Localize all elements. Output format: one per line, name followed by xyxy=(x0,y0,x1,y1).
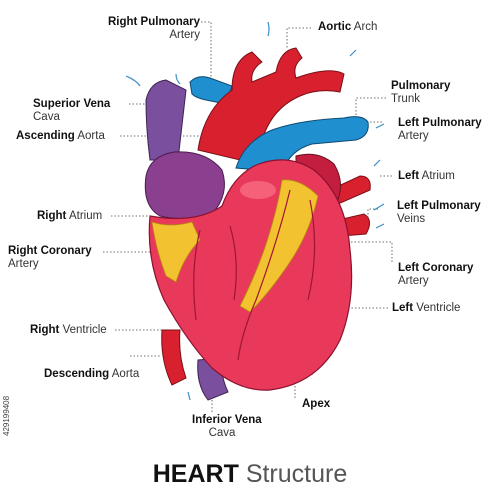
label-superior-vena-cava: Superior Vena Cava xyxy=(33,98,110,124)
label-bold: Left xyxy=(392,302,414,314)
label-bold: Ascending xyxy=(16,130,75,142)
label-regular: Arch xyxy=(353,21,378,33)
label-ascending-aorta: Ascending Aorta xyxy=(16,130,105,143)
diagram-title: HEART Structure xyxy=(0,459,500,489)
flow-arrows xyxy=(125,21,385,401)
label-left-ventricle: Left Ventricle xyxy=(392,302,460,315)
label-bold: Right xyxy=(30,324,60,336)
label-bold: Right Pulmonary xyxy=(107,16,200,28)
label-regular: Veins xyxy=(397,213,426,225)
label-bold: Left Pulmonary xyxy=(398,117,482,129)
label-regular: Atrium xyxy=(68,210,103,222)
descending-aorta xyxy=(161,329,187,386)
label-regular: Aorta xyxy=(111,368,140,380)
label-regular: Cava xyxy=(208,427,236,439)
label-right-atrium: Right Atrium xyxy=(37,210,102,223)
label-bold: Aortic xyxy=(318,21,352,33)
label-left-coronary-artery: Left Coronary Artery xyxy=(398,262,473,288)
label-left-pulmonary-artery: Left Pulmonary Artery xyxy=(398,117,482,143)
stock-id: 429199408 xyxy=(2,395,11,436)
label-regular: Cava xyxy=(33,111,60,123)
superior-vena-cava xyxy=(145,79,187,161)
aortic-arch xyxy=(197,47,345,161)
left-pulmonary-vein-upper xyxy=(329,175,371,205)
right-atrium xyxy=(144,151,225,220)
label-regular: Artery xyxy=(398,130,429,142)
coronary-fat-left xyxy=(239,179,319,313)
label-bold: Right xyxy=(37,210,67,222)
label-descending-aorta: Descending Aorta xyxy=(44,368,139,381)
label-left-atrium: Left Atrium xyxy=(398,170,455,183)
label-inferior-vena-cava: Inferior Vena Cava xyxy=(192,414,262,440)
label-aortic-arch: Aortic Arch xyxy=(318,21,377,34)
label-regular: Artery xyxy=(8,258,39,270)
coronary-fat-right xyxy=(151,221,201,283)
label-apex: Apex xyxy=(302,398,330,411)
label-right-coronary-artery: Right Coronary Artery xyxy=(8,245,92,271)
label-left-pulmonary-veins: Left Pulmonary Veins xyxy=(397,200,481,226)
label-right-pulmonary-artery: Right Pulmonary Artery xyxy=(60,16,200,42)
pulmonary-trunk xyxy=(235,116,369,173)
title-regular: Structure xyxy=(245,460,348,488)
title-bold: HEART xyxy=(152,460,239,488)
label-bold: Left Pulmonary xyxy=(397,200,481,212)
label-regular: Artery xyxy=(398,275,429,287)
label-regular: Artery xyxy=(169,29,200,41)
coronary-vessels xyxy=(193,189,316,361)
label-regular: Trunk xyxy=(391,93,420,105)
label-regular: Ventricle xyxy=(62,324,107,336)
label-bold: Descending xyxy=(44,368,110,380)
label-bold: Pulmonary xyxy=(391,80,451,92)
label-bold: Right Coronary xyxy=(8,245,92,257)
label-bold: Superior Vena xyxy=(33,98,111,110)
label-bold: Apex xyxy=(302,398,331,410)
label-bold: Left Coronary xyxy=(398,262,474,274)
heart-highlight xyxy=(240,181,276,199)
label-regular: Aorta xyxy=(77,130,105,142)
label-pulmonary-trunk: Pulmonary Trunk xyxy=(391,80,450,106)
label-bold: Inferior Vena xyxy=(192,414,262,426)
label-bold: Left xyxy=(398,170,420,182)
label-regular: Atrium xyxy=(421,170,455,182)
label-regular: Ventricle xyxy=(416,302,461,314)
label-right-ventricle: Right Ventricle xyxy=(30,324,107,337)
